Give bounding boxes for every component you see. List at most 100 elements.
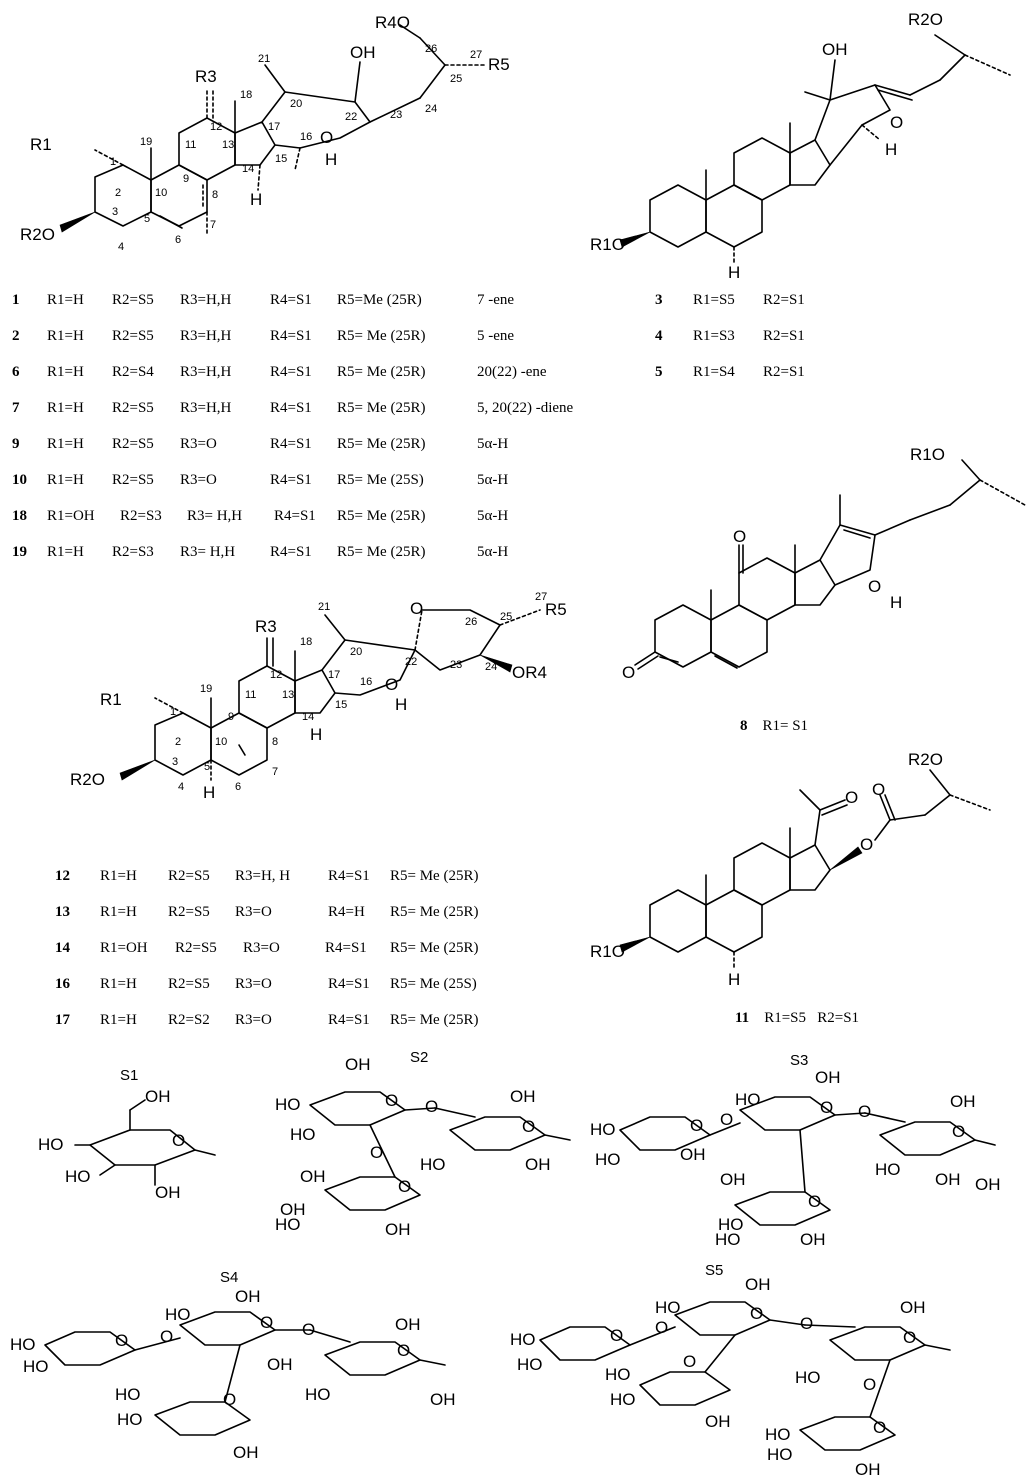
label-h-5: H (728, 970, 740, 989)
sugar-s3: S3 OH HO HO O O HO O OH OH O OH HO OH O … (590, 1052, 1001, 1249)
label-o-ring: O (868, 577, 881, 596)
svg-text:15: 15 (335, 699, 347, 711)
svg-text:9: 9 (183, 173, 189, 185)
r2o-wedge (59, 211, 96, 233)
svg-text:O: O (385, 1091, 398, 1110)
label-r2o: R2O (908, 10, 943, 29)
label-h-5: H (728, 263, 740, 282)
label-r4o: R4O (375, 13, 410, 32)
table-row: 7 R1=H R2=S5 R3=H,H R4=S1 R5= Me (25R) 5… (12, 400, 574, 416)
label-r2o: R2O (70, 770, 105, 789)
svg-text:23: 23 (450, 659, 462, 671)
table-row: 6 R1=H R2=S4 R3=H,H R4=S1 R5= Me (25R) 2… (12, 364, 547, 380)
svg-text:O: O (425, 1097, 438, 1116)
svg-text:HO: HO (735, 1090, 761, 1109)
svg-text:19: 19 (200, 683, 212, 695)
svg-text:18: 18 (240, 89, 252, 101)
svg-text:OH: OH (525, 1155, 551, 1174)
structure-a-furostanol: R1 R2O R3 R4O R5 OH O H H 1 2 3 4 5 6 7 … (20, 13, 510, 253)
svg-text:24: 24 (485, 661, 497, 673)
svg-text:11: 11 (185, 139, 196, 151)
svg-text:O: O (820, 1098, 833, 1117)
svg-text:16: 16 (300, 131, 312, 143)
svg-text:OH: OH (510, 1087, 536, 1106)
ring-c (733, 137, 791, 201)
svg-text:4: 4 (178, 781, 184, 793)
svg-text:14: 14 (242, 163, 254, 175)
svg-text:1: 1 (170, 706, 176, 718)
svg-text:HO: HO (115, 1385, 141, 1404)
svg-text:OH: OH (145, 1087, 171, 1106)
svg-text:HO: HO (590, 1120, 616, 1139)
ring-d (789, 139, 831, 186)
svg-text:HO: HO (420, 1155, 446, 1174)
ring-d (789, 844, 831, 891)
svg-text:HO: HO (517, 1355, 543, 1374)
svg-text:26: 26 (465, 616, 477, 628)
svg-text:18: 18 (300, 636, 312, 648)
svg-text:27: 27 (535, 591, 547, 603)
svg-text:17: 17 (328, 669, 340, 681)
svg-text:HO: HO (117, 1410, 143, 1429)
svg-text:OH: OH (233, 1443, 259, 1462)
svg-text:25: 25 (450, 73, 462, 85)
label-r1: R1 (30, 135, 52, 154)
svg-text:HO: HO (65, 1167, 91, 1186)
label-o-carbonyl: O (872, 780, 885, 799)
table-c: 12 R1=H R2=S5 R3=H, H R4=S1 R5= Me (25R)… (55, 858, 615, 1038)
sugar-s3-name: S3 (790, 1052, 808, 1069)
ring-e (819, 524, 876, 586)
svg-text:OH: OH (680, 1145, 706, 1164)
svg-text:14: 14 (302, 711, 314, 723)
table-row: 9 R1=H R2=S5 R3=O R4=S1 R5= Me (25R) 5α-… (12, 436, 509, 452)
sugar-s4-name: S4 (220, 1269, 238, 1286)
svg-text:O: O (223, 1390, 236, 1409)
label-h-16: H (395, 695, 407, 714)
ring-e (321, 639, 416, 696)
label-r5: R5 (488, 55, 510, 74)
svg-text:OH: OH (800, 1230, 826, 1249)
svg-text:O: O (160, 1327, 173, 1346)
svg-text:OH: OH (975, 1175, 1001, 1194)
chain-24-25 (419, 64, 446, 99)
label-or4: OR4 (512, 663, 547, 682)
svg-text:HO: HO (767, 1445, 793, 1464)
svg-text:6: 6 (175, 234, 181, 246)
double-bond-5-6 (159, 215, 183, 229)
label-h: H (885, 140, 897, 159)
sugar-s5-name: S5 (705, 1262, 723, 1279)
label-8: 8 R1= S1 (740, 718, 809, 734)
svg-text:OH: OH (385, 1220, 411, 1239)
svg-text:O: O (522, 1117, 535, 1136)
svg-text:21: 21 (258, 53, 270, 65)
svg-text:O: O (808, 1192, 821, 1211)
svg-text:O: O (690, 1116, 703, 1135)
table-row: 1 R1=H R2=S5 R3=H,H R4=S1 R5=Me (25R) 7 … (12, 292, 515, 308)
ring-d (234, 121, 276, 166)
label-r2o: R2O (908, 750, 943, 769)
sugar-s2: S2 OH HO HO O OH O O OH HO OH OH HO OH O… (275, 1049, 571, 1239)
svg-text:OH: OH (155, 1183, 181, 1202)
label-r5: R5 (545, 600, 567, 619)
table-row: 19 R1=H R2=S3 R3= H,H R4=S1 R5= Me (25R)… (12, 544, 509, 560)
svg-text:8: 8 (272, 736, 278, 748)
svg-text:4: 4 (118, 241, 124, 253)
structure-b-furostanol: R1O R2O OH O H H (590, 10, 1011, 282)
label-r3: R3 (255, 617, 277, 636)
svg-text:O: O (397, 1341, 410, 1360)
svg-text:20: 20 (350, 646, 362, 658)
label-o-ring: O (320, 128, 333, 147)
ring-e (814, 84, 891, 166)
svg-text:25: 25 (500, 611, 512, 623)
table-row: 13 R1=H R2=S5 R3=O R4=H R5= Me (25R) (55, 904, 479, 920)
svg-text:HO: HO (290, 1125, 316, 1144)
label-r3: R3 (195, 67, 217, 86)
svg-text:O: O (720, 1110, 733, 1129)
ring-f (414, 609, 501, 671)
structure-c-pregnane-8: O O O R1O H (622, 445, 1026, 682)
label-h-14: H (310, 725, 322, 744)
table-b: 3 R1=S5 R2=S1 4 R1=S3 R2=S1 5 R1=S4 R2=S… (655, 282, 855, 390)
svg-text:HO: HO (23, 1357, 49, 1376)
svg-text:12: 12 (270, 669, 282, 681)
svg-text:2: 2 (115, 187, 121, 199)
